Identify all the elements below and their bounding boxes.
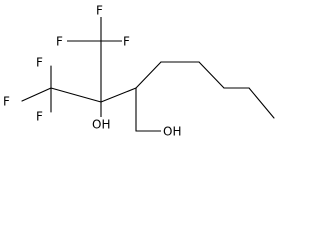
structure-drawing: F F F F F F OH OH xyxy=(2,4,275,139)
fluorine-atom-2: F xyxy=(56,35,63,49)
label-bg-oh-center xyxy=(90,117,116,132)
bond-chain-3 xyxy=(198,61,225,89)
bond-chain-1 xyxy=(135,61,162,89)
label-bg-f5 xyxy=(2,95,14,108)
label-bg-f1 xyxy=(95,4,107,17)
label-bg-f2 xyxy=(55,35,67,48)
label-bg-oh-chain xyxy=(161,124,187,139)
fluorine-atom-1: F xyxy=(96,4,103,18)
fluorine-atom-6: F xyxy=(36,110,43,124)
fluorine-atom-5: F xyxy=(3,95,10,109)
fluorine-atom-3: F xyxy=(123,35,130,49)
fluorine-atom-4: F xyxy=(36,56,43,70)
molecule-canvas: F F F F F F OH OH xyxy=(2,3,275,139)
label-bg-f6 xyxy=(35,110,47,123)
bond-center-to-cf3-left xyxy=(50,87,102,103)
hydroxyl-chain-label: OH xyxy=(163,125,181,139)
label-bg-f3 xyxy=(122,35,134,48)
label-bg-f4 xyxy=(35,56,47,69)
hydroxyl-center-label: OH xyxy=(92,118,110,132)
bond-cf3-left-f-left xyxy=(21,87,52,102)
bond-chain-5 xyxy=(248,87,275,119)
bond-center-to-ch xyxy=(100,87,137,103)
